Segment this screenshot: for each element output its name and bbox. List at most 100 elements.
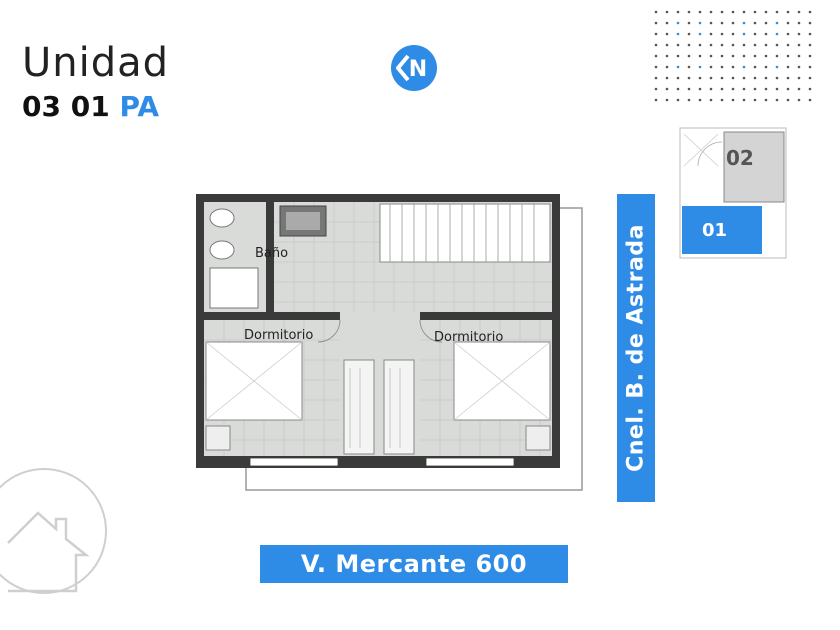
decoration-dot bbox=[775, 32, 779, 36]
room-label-bedroom-right: Dormitorio bbox=[434, 330, 504, 345]
decoration-dot bbox=[665, 65, 669, 69]
decoration-dot bbox=[698, 65, 702, 69]
decoration-dot bbox=[764, 65, 768, 69]
decoration-dot bbox=[731, 87, 735, 91]
decoration-dot bbox=[808, 98, 812, 102]
decoration-dot bbox=[786, 98, 790, 102]
decoration-dot bbox=[720, 32, 724, 36]
decoration-dot bbox=[742, 98, 746, 102]
decoration-dot bbox=[775, 87, 779, 91]
decoration-dot bbox=[731, 43, 735, 47]
decoration-dot bbox=[687, 10, 691, 14]
decoration-dot bbox=[753, 76, 757, 80]
brand-logo-icon: N bbox=[391, 45, 437, 91]
decoration-dot bbox=[709, 87, 713, 91]
bed-left bbox=[205, 341, 303, 451]
decoration-dot bbox=[709, 21, 713, 25]
key-unit-02: 02 bbox=[726, 146, 754, 170]
decoration-dot bbox=[786, 87, 790, 91]
decoration-dot bbox=[665, 98, 669, 102]
decoration-dot bbox=[808, 10, 812, 14]
decoration-dot bbox=[676, 32, 680, 36]
decoration-dot bbox=[720, 76, 724, 80]
decoration-dot bbox=[731, 21, 735, 25]
house-watermark-icon bbox=[0, 468, 107, 594]
windows bbox=[249, 457, 515, 467]
unit-code: 03 01 PA bbox=[22, 90, 159, 123]
room-label-bedroom-left: Dormitorio bbox=[244, 328, 314, 343]
decoration-dot bbox=[665, 54, 669, 58]
bed-right bbox=[453, 341, 551, 451]
decoration-dot bbox=[665, 76, 669, 80]
door-swings bbox=[317, 319, 443, 343]
decoration-dot bbox=[731, 98, 735, 102]
decoration-dot bbox=[676, 54, 680, 58]
decoration-dot bbox=[786, 54, 790, 58]
decoration-dot bbox=[709, 10, 713, 14]
decoration-dot bbox=[797, 43, 801, 47]
unit-key-map: 02 01 bbox=[678, 126, 790, 262]
decoration-dot bbox=[797, 21, 801, 25]
decoration-dot bbox=[731, 10, 735, 14]
decoration-dot bbox=[687, 32, 691, 36]
decoration-dot bbox=[764, 87, 768, 91]
key-map-drawing bbox=[679, 127, 787, 259]
decoration-dot bbox=[742, 21, 746, 25]
decoration-dot bbox=[698, 54, 702, 58]
decoration-dot bbox=[775, 21, 779, 25]
decoration-dot bbox=[698, 43, 702, 47]
decoration-dot bbox=[731, 65, 735, 69]
decoration-dot bbox=[687, 54, 691, 58]
decoration-dot bbox=[797, 87, 801, 91]
decoration-dot bbox=[764, 98, 768, 102]
decoration-dot bbox=[698, 21, 702, 25]
decoration-dot bbox=[808, 87, 812, 91]
decoration-dot bbox=[654, 43, 658, 47]
decoration-dot bbox=[753, 65, 757, 69]
dot-pattern-decoration bbox=[654, 10, 812, 102]
decoration-dot bbox=[742, 10, 746, 14]
decoration-dot bbox=[753, 87, 757, 91]
decoration-dot bbox=[753, 43, 757, 47]
decoration-dot bbox=[720, 54, 724, 58]
decoration-dot bbox=[687, 87, 691, 91]
decoration-dot bbox=[742, 87, 746, 91]
decoration-dot bbox=[687, 43, 691, 47]
decoration-dot bbox=[709, 98, 713, 102]
decoration-dot bbox=[687, 65, 691, 69]
decoration-dot bbox=[720, 87, 724, 91]
decoration-dot bbox=[720, 98, 724, 102]
decoration-dot bbox=[698, 76, 702, 80]
decoration-dot bbox=[742, 54, 746, 58]
decoration-dot bbox=[676, 65, 680, 69]
decoration-dot bbox=[654, 76, 658, 80]
decoration-dot bbox=[742, 32, 746, 36]
decoration-dot bbox=[676, 98, 680, 102]
decoration-dot bbox=[764, 21, 768, 25]
decoration-dot bbox=[709, 43, 713, 47]
decoration-dot bbox=[753, 54, 757, 58]
decoration-dot bbox=[731, 54, 735, 58]
decoration-dot bbox=[775, 76, 779, 80]
decoration-dot bbox=[731, 32, 735, 36]
decoration-dot bbox=[797, 76, 801, 80]
decoration-dot bbox=[676, 43, 680, 47]
decoration-dot bbox=[709, 65, 713, 69]
decoration-dot bbox=[786, 43, 790, 47]
street-side-label: Cnel. B. de Astrada bbox=[623, 224, 649, 472]
decoration-dot bbox=[720, 10, 724, 14]
decoration-dot bbox=[775, 54, 779, 58]
decoration-dot bbox=[709, 54, 713, 58]
decoration-dot bbox=[676, 87, 680, 91]
decoration-dot bbox=[753, 10, 757, 14]
decoration-dot bbox=[808, 54, 812, 58]
room-label-bath: Baño bbox=[255, 246, 289, 261]
decoration-dot bbox=[764, 43, 768, 47]
decoration-dot bbox=[786, 76, 790, 80]
decoration-dot bbox=[720, 21, 724, 25]
decoration-dot bbox=[786, 10, 790, 14]
decoration-dot bbox=[665, 10, 669, 14]
decoration-dot bbox=[797, 54, 801, 58]
decoration-dot bbox=[775, 10, 779, 14]
decoration-dot bbox=[764, 76, 768, 80]
